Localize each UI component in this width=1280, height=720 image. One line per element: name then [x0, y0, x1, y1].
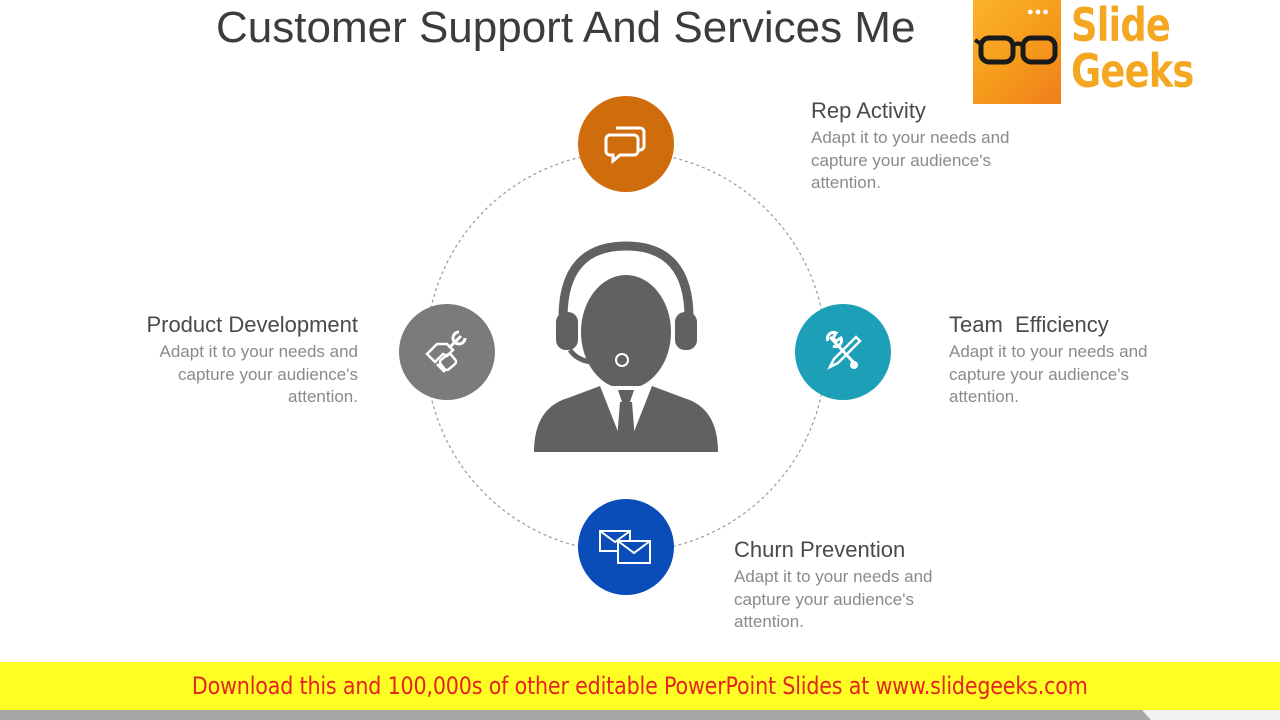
team-efficiency-circle — [795, 304, 891, 400]
product-development-body: Adapt it to your needs and capture your … — [159, 342, 358, 406]
tools-icon — [825, 330, 862, 370]
team-efficiency-block: Team Efficiency Adapt it to your needs a… — [949, 311, 1199, 409]
logo-line-2: Geeks — [1071, 44, 1194, 98]
logo-text: Slide Geeks — [1071, 2, 1194, 94]
churn-prevention-block: Churn Prevention Adapt it to your needs … — [734, 536, 984, 634]
churn-prevention-heading: Churn Prevention — [734, 537, 906, 562]
rep-activity-block: Rep Activity Adapt it to your needs and … — [811, 97, 1061, 195]
slide-title: Customer Support And Services Me — [216, 3, 916, 52]
bottom-bar — [0, 710, 1280, 720]
support-agent-icon — [534, 241, 718, 452]
chat-bubbles-icon — [604, 126, 646, 165]
rep-activity-body: Adapt it to your needs and capture your … — [811, 128, 1010, 192]
product-development-block: Product Development Adapt it to your nee… — [90, 311, 358, 409]
churn-prevention-circle — [578, 499, 674, 595]
rep-activity-circle — [578, 96, 674, 192]
download-banner[interactable]: Download this and 100,000s of other edit… — [0, 662, 1280, 710]
team-efficiency-body: Adapt it to your needs and capture your … — [949, 342, 1148, 406]
hand-wrench-icon — [425, 330, 467, 374]
slidegeeks-logo[interactable]: ●●● Slide Geeks — [973, 0, 1194, 106]
download-banner-text[interactable]: Download this and 100,000s of other edit… — [192, 672, 1088, 700]
team-efficiency-heading: Team Efficiency — [949, 312, 1109, 337]
envelopes-icon — [599, 530, 651, 564]
product-development-circle — [399, 304, 495, 400]
churn-prevention-body: Adapt it to your needs and capture your … — [734, 567, 933, 631]
logo-line-1: Slide — [1071, 0, 1171, 52]
logo-box: ●●● — [973, 0, 1061, 104]
glasses-icon — [973, 35, 1058, 65]
logo-dots: ●●● — [1027, 6, 1050, 18]
product-development-heading: Product Development — [146, 312, 358, 337]
rep-activity-heading: Rep Activity — [811, 98, 926, 123]
bottom-accent — [1142, 710, 1280, 720]
